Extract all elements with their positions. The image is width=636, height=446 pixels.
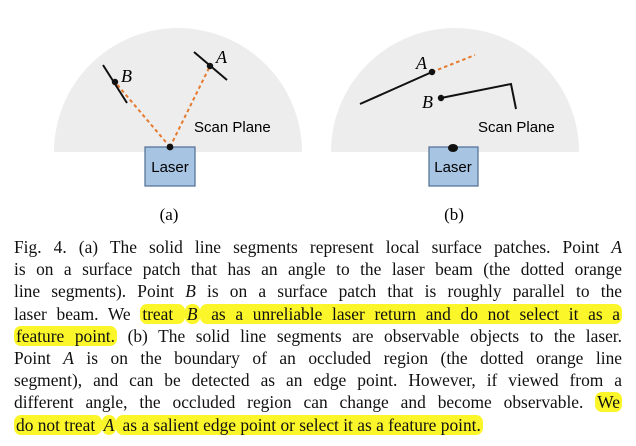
caption-highlight: as a salient edge point or select it as … <box>116 414 483 435</box>
beam-to-b <box>114 81 171 148</box>
caption-text: (b) The solid line segments are observab… <box>116 325 622 346</box>
caption-highlight: treat <box>140 303 185 324</box>
point-b-label: B <box>422 92 433 112</box>
point-b <box>437 94 445 102</box>
laser-emitter <box>166 143 174 151</box>
scan-plane-a <box>54 28 302 153</box>
caption-text: laser beam. We <box>14 303 141 324</box>
caption-line: is on a surface patch that has an angle … <box>14 258 622 280</box>
caption-math: A <box>63 348 74 369</box>
panel-a-sublabel: (a) <box>160 205 179 224</box>
panel-b: A B Scan Plane Laser (b) <box>331 28 579 224</box>
caption-text: line segments). Point <box>14 281 186 302</box>
caption-text: Fig. 4. (a) The solid line segments repr… <box>14 237 612 257</box>
caption-math: A <box>611 237 622 257</box>
point-a-label: A <box>215 47 228 67</box>
scan-plane-label: Scan Plane <box>478 119 555 136</box>
figure-caption: Fig. 4. (a) The solid line segments repr… <box>14 236 622 436</box>
object-a <box>359 71 433 105</box>
caption-line: line segments). Point B is on a surface … <box>14 280 622 302</box>
caption-highlight: as a unreliable laser return and do not … <box>199 303 622 324</box>
caption-math: A <box>101 414 117 435</box>
caption-text: Point <box>14 348 64 369</box>
caption-text: is on the boundary of an occluded region… <box>73 348 622 369</box>
caption-line: Fig. 4. (a) The solid line segments repr… <box>14 236 622 258</box>
laser-box <box>144 146 196 187</box>
caption-highlight: feature point. <box>14 325 117 346</box>
scan-plane-b <box>331 28 579 152</box>
figure-svg: B A Scan Plane Laser (a) A B Scan Plane … <box>54 28 579 224</box>
point-a-label: A <box>415 53 428 73</box>
caption-line: do not treat A as a salient edge point o… <box>14 414 622 436</box>
caption-line: laser beam. We treat B as a unreliable l… <box>14 303 622 325</box>
point-a <box>206 62 214 70</box>
beam-to-a <box>169 65 211 148</box>
caption-text: is on a surface patch that has an angle … <box>14 259 622 280</box>
figure: B A Scan Plane Laser (a) A B Scan Plane … <box>54 28 579 224</box>
caption-text: different angle, the occluded region can… <box>14 392 596 413</box>
caption-line: segment), and can be detected as an edge… <box>14 369 622 391</box>
panel-b-sublabel: (b) <box>444 205 464 224</box>
point-b-label: B <box>121 66 132 86</box>
scan-plane-label: Scan Plane <box>194 119 271 136</box>
caption-line: Point A is on the boundary of an occlude… <box>14 347 622 369</box>
caption-line: feature point. (b) The solid line segmen… <box>14 325 622 347</box>
panel-a: B A Scan Plane Laser (a) <box>54 28 302 224</box>
laser-label: Laser <box>434 159 472 176</box>
caption-highlight: do not treat <box>14 414 102 435</box>
caption-text: segment), and can be detected as an edge… <box>14 370 622 391</box>
caption-line: different angle, the occluded region can… <box>14 391 622 413</box>
point-b <box>111 78 119 86</box>
point-a <box>428 68 436 76</box>
occluded-beam <box>431 54 476 73</box>
laser-label: Laser <box>151 159 189 176</box>
caption-math: B <box>185 281 196 302</box>
laser-emitter <box>448 144 458 152</box>
caption-text: is on a surface patch that is roughly pa… <box>195 281 622 302</box>
caption-math: B <box>184 303 200 324</box>
caption-highlight: We <box>595 392 622 413</box>
object-b <box>440 82 517 110</box>
